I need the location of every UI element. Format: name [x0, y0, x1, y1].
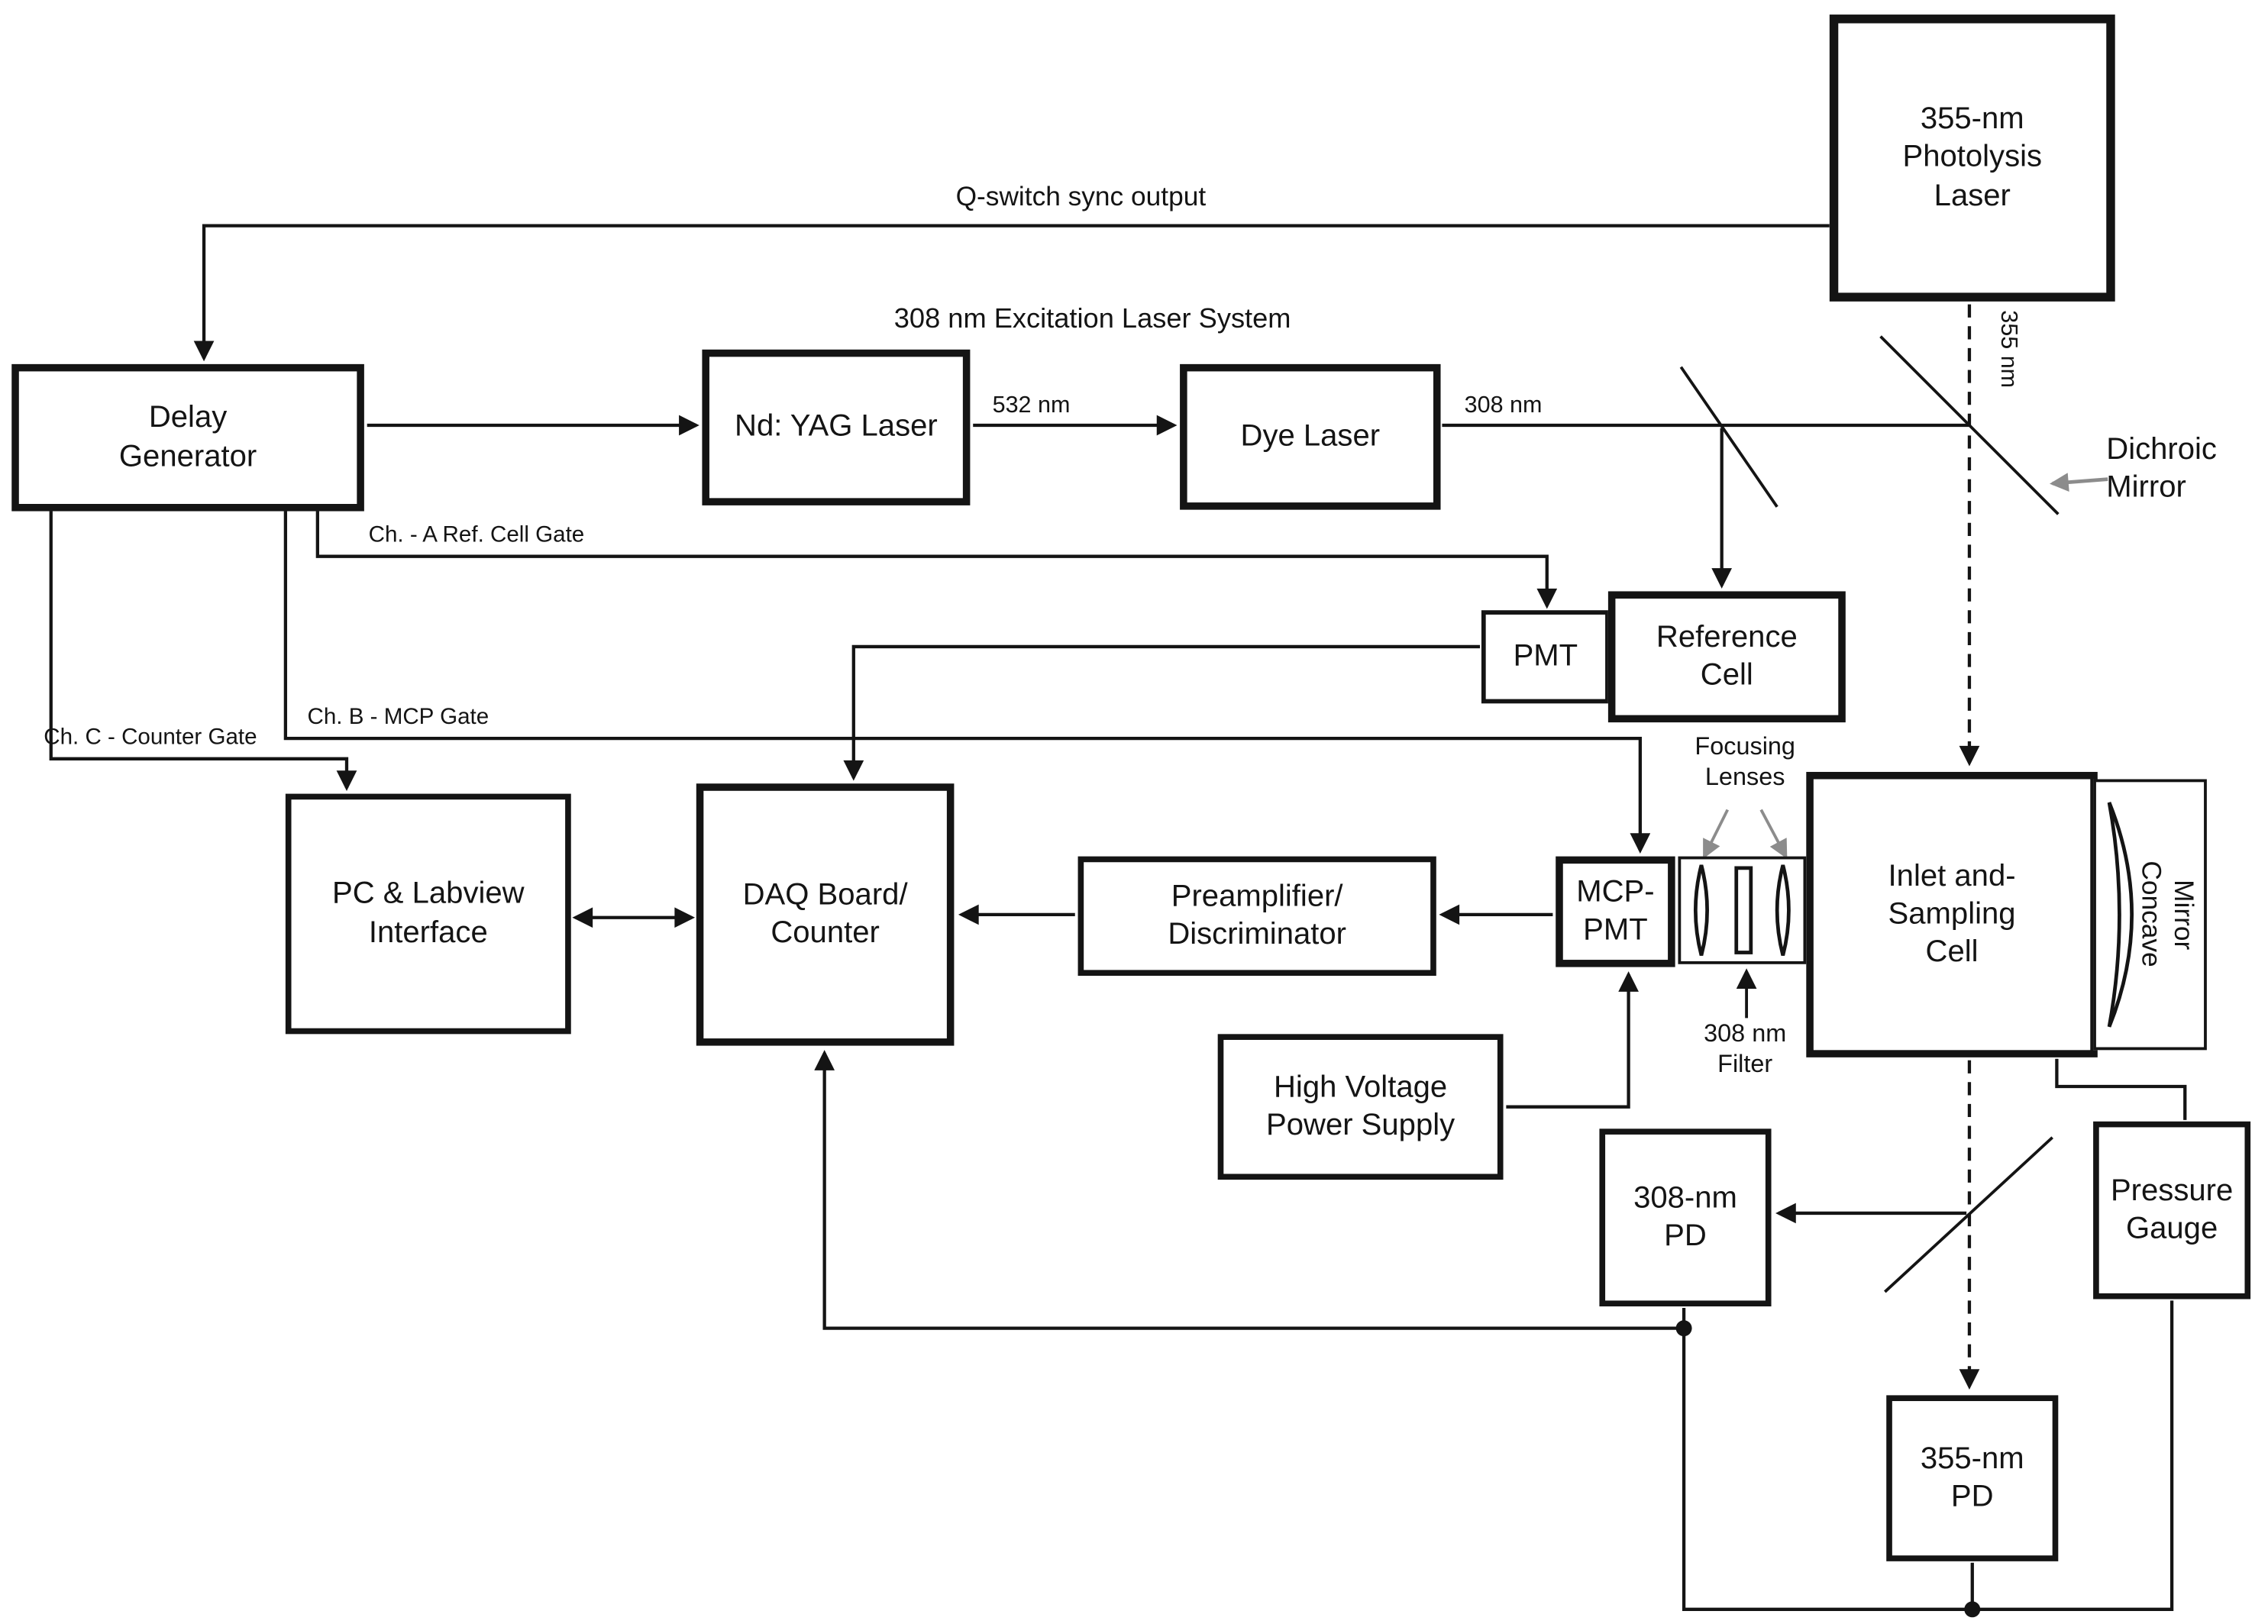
pickoff-mirror	[1884, 1136, 2053, 1293]
node-dye-laser-text: Dye Laser	[1240, 419, 1381, 454]
focusing-lens-icon	[1775, 864, 1791, 956]
node-preamplifier: Preamplifier/ Discriminator	[1077, 856, 1436, 977]
node-pressure-gauge-text: Pressure Gauge	[2110, 1174, 2234, 1245]
junction-dot	[1964, 1601, 1981, 1618]
node-delay-generator: Delay Generator	[11, 363, 364, 512]
node-reference-cell-text: Reference Cell	[1656, 620, 1798, 693]
node-daq-counter: DAQ Board/ Counter	[696, 783, 955, 1046]
label-dichroic-mirror: Dichroic Mirror	[2106, 432, 2217, 505]
wire-ch-b-gate	[283, 511, 1651, 854]
node-mcp-pmt-text: MCP- PMT	[1576, 875, 1655, 947]
label-excitation-laser-system: 308 nm Excitation Laser System	[893, 304, 1291, 335]
wire-qswitch-sync	[193, 224, 1830, 362]
label-308nm-filter: 308 nm Filter	[1704, 1019, 1787, 1079]
node-reference-cell: Reference Cell	[1607, 591, 1846, 723]
node-photolysis-laser: 355-nm Photolysis Laser	[1829, 15, 2115, 302]
lens-filter-optics	[1694, 864, 1791, 956]
node-daq-counter-text: DAQ Board/ Counter	[742, 878, 908, 950]
node-delay-generator-text: Delay Generator	[118, 401, 257, 473]
node-pc-labview-text: PC & Labview Interface	[332, 877, 525, 949]
label-qswitch-sync-output: Q-switch sync output	[955, 180, 1207, 211]
node-355nm-photodiode-text: 355-nm PD	[1920, 1442, 2024, 1513]
node-ndyag-laser: Nd: YAG Laser	[702, 349, 971, 505]
node-pmt: PMT	[1481, 610, 1610, 704]
node-preamplifier-text: Preamplifier/ Discriminator	[1168, 880, 1347, 951]
wire-ch-a-gate	[315, 511, 1558, 609]
node-photolysis-laser-text: 355-nm Photolysis Laser	[1902, 102, 2043, 212]
wire-bus-to-daq	[814, 1050, 1685, 1330]
focusing-lens-assembly	[1678, 856, 1807, 964]
node-concave-mirror-text: Concave Mirror	[2136, 861, 2200, 968]
node-concave-mirror: Concave Mirror	[2093, 779, 2207, 1051]
lens-pointer-arrow	[1759, 809, 1788, 859]
label-308nm: 308 nm	[1464, 393, 1543, 418]
node-pmt-text: PMT	[1513, 639, 1578, 673]
node-hv-power-supply-text: High Voltage Power Supply	[1266, 1070, 1455, 1142]
wire-hv-to-mcp	[1506, 971, 1639, 1109]
concave-mirror-optics	[2107, 802, 2134, 1028]
concave-mirror-icon	[2107, 802, 2134, 1028]
beam-splitter-mirror	[1679, 366, 1779, 508]
label-355nm-beam: 355 nm	[1996, 310, 2022, 388]
wire-ch-c-gate	[49, 511, 357, 791]
node-308nm-photodiode: 308-nm PD	[1599, 1128, 1772, 1307]
node-ndyag-laser-text: Nd: YAG Laser	[735, 409, 938, 444]
wire-pmt-to-daq	[843, 644, 1481, 781]
lens-pointer-arrow	[1703, 809, 1730, 859]
label-ch-b-mcp-gate: Ch. B - MCP Gate	[307, 705, 489, 730]
label-ch-a-ref-cell-gate: Ch. - A Ref. Cell Gate	[368, 522, 585, 548]
dichroic-pointer-arrow	[2049, 473, 2108, 492]
focusing-lens-icon	[1694, 864, 1709, 956]
node-pressure-gauge: Pressure Gauge	[2093, 1121, 2251, 1300]
label-532nm: 532 nm	[992, 393, 1071, 418]
node-inlet-sampling-cell: Inlet and- Sampling Cell	[1806, 771, 2098, 1057]
label-focusing-lenses: Focusing Lenses	[1695, 732, 1795, 792]
wire-sensor-bus	[1682, 1300, 2174, 1611]
node-pc-labview: PC & Labview Interface	[285, 793, 571, 1035]
wire-cell-to-gauge	[2055, 1058, 2187, 1120]
node-hv-power-supply: High Voltage Power Supply	[1217, 1034, 1504, 1180]
junction-dot	[1675, 1320, 1692, 1337]
node-dye-laser: Dye Laser	[1180, 363, 1441, 510]
node-mcp-pmt: MCP- PMT	[1556, 856, 1675, 967]
filter-308nm-icon	[1734, 866, 1753, 954]
label-ch-c-counter-gate: Ch. C - Counter Gate	[44, 725, 257, 751]
node-inlet-sampling-cell-text: Inlet and- Sampling Cell	[1888, 859, 2016, 969]
node-355nm-photodiode: 355-nm PD	[1886, 1395, 2059, 1561]
node-308nm-photodiode-text: 308-nm PD	[1633, 1180, 1737, 1253]
